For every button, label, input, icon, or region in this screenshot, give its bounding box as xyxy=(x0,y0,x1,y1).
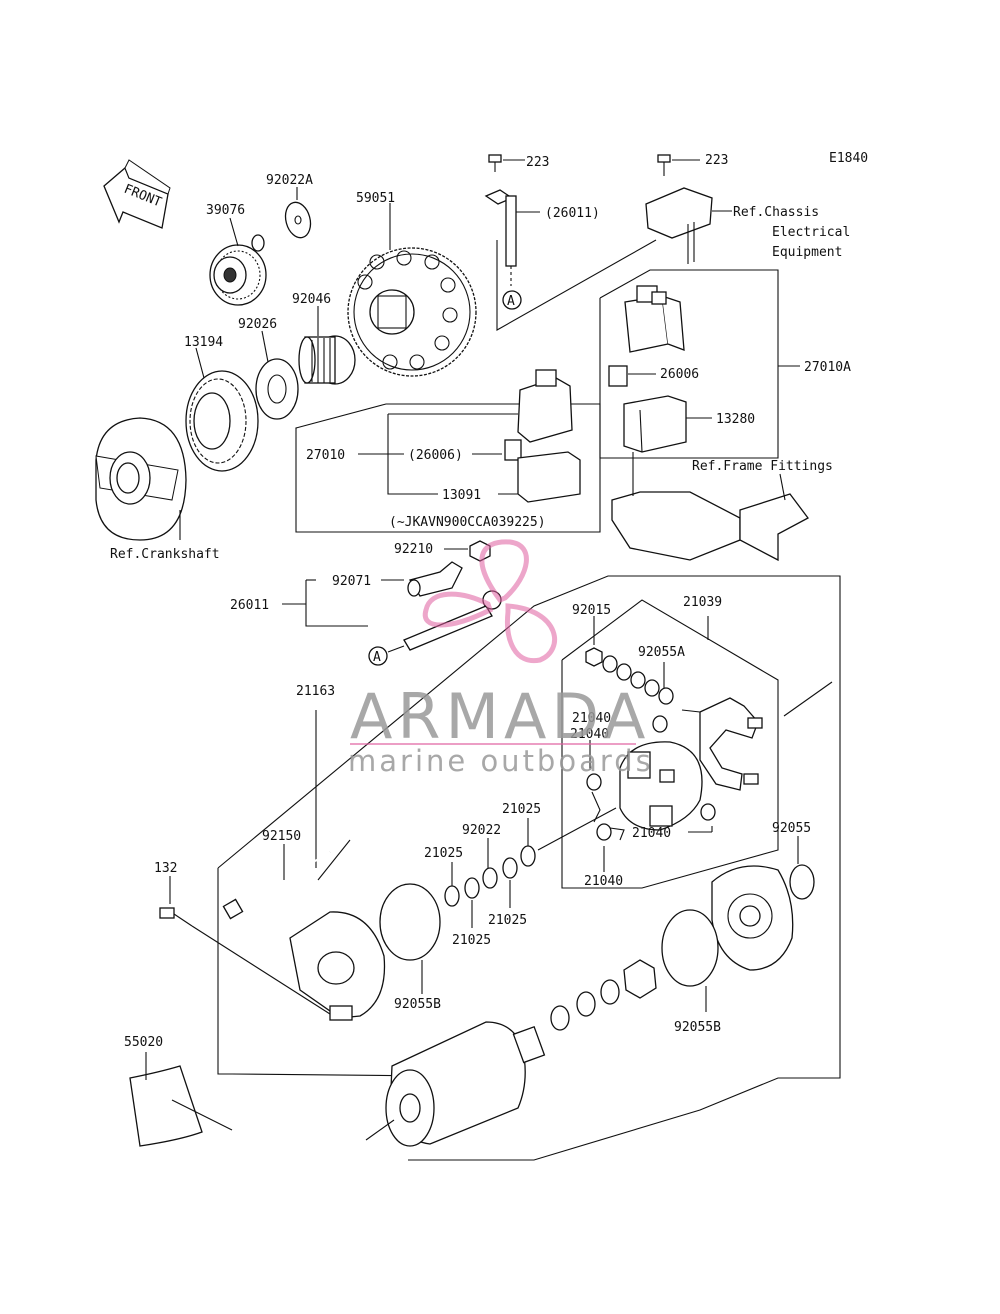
label-26006: 26006 xyxy=(660,367,699,382)
label-vin-note: (~JKAVN900CCA039225) xyxy=(389,515,546,530)
label-21025d: 21025 xyxy=(452,933,491,948)
label-92015: 92015 xyxy=(572,603,611,618)
label-92022: 92022 xyxy=(462,823,501,838)
part-21040-spring-c xyxy=(701,804,715,820)
part-26006-fuse xyxy=(609,366,627,386)
part-relay-bracket xyxy=(646,188,712,264)
label-ref-frame: Ref.Frame Fittings xyxy=(692,459,833,474)
part-27010A-relay xyxy=(625,286,684,352)
label-27010A: 27010A xyxy=(804,360,851,375)
part-rear-cover xyxy=(712,866,793,970)
watermark-title: ARMADA xyxy=(350,680,650,753)
part-223-bolt-b xyxy=(658,155,670,176)
label-21040c: 21040 xyxy=(632,826,671,841)
part-92055-oring xyxy=(790,865,814,899)
label-26006-ref: (26006) xyxy=(408,448,463,463)
label-13280: 13280 xyxy=(716,412,755,427)
label-ref-chassis-3: Equipment xyxy=(772,245,842,260)
part-59051-starter-gear xyxy=(348,248,476,376)
label-21025a: 21025 xyxy=(502,802,541,817)
part-223-bolt-a xyxy=(489,155,501,172)
label-26011: 26011 xyxy=(230,598,269,613)
label-92071: 92071 xyxy=(332,574,371,589)
part-26006-fuse-b xyxy=(505,440,521,460)
label-92055: 92055 xyxy=(772,821,811,836)
part-front-cover xyxy=(290,912,385,1020)
part-92055B-oring-b xyxy=(380,884,440,960)
label-59051: 59051 xyxy=(356,191,395,206)
label-ref-crankshaft: Ref.Crankshaft xyxy=(110,547,220,562)
label-132: 132 xyxy=(154,861,177,876)
label-92055B-a: 92055B xyxy=(394,997,441,1012)
marker-a-bottom: A xyxy=(373,650,381,665)
label-21040d: 21040 xyxy=(584,874,623,889)
part-13194-clutch xyxy=(186,371,258,471)
label-92046: 92046 xyxy=(292,292,331,307)
part-27010-relay xyxy=(518,370,572,442)
label-13091: 13091 xyxy=(442,488,481,503)
label-21025b: 21025 xyxy=(424,846,463,861)
part-92150-bolt xyxy=(223,852,330,919)
label-92055A: 92055A xyxy=(638,645,685,660)
part-92022-washer xyxy=(483,868,497,888)
label-55020: 55020 xyxy=(124,1035,163,1050)
label-92022A: 92022A xyxy=(266,173,313,188)
part-55020-cover xyxy=(130,1066,202,1146)
part-132-screw xyxy=(160,908,192,926)
part-21025-washer-b xyxy=(465,878,479,898)
label-92026: 92026 xyxy=(238,317,277,332)
part-13280-cover xyxy=(624,396,686,452)
label-13194: 13194 xyxy=(184,335,223,350)
part-92022A-washer xyxy=(282,200,314,241)
label-27010: 27010 xyxy=(306,448,345,463)
marker-a-top: A xyxy=(507,294,515,309)
part-21040-spring-d xyxy=(597,824,624,840)
label-ref-chassis-2: Electrical xyxy=(772,225,850,240)
label-ref-chassis-1: Ref.Chassis xyxy=(733,205,819,220)
part-armature xyxy=(386,1022,544,1146)
part-92071-boot xyxy=(408,562,462,596)
part-92055B-oring-a xyxy=(662,910,718,986)
part-21025-washer-a xyxy=(445,886,459,906)
part-26011-cable-upper xyxy=(486,190,516,286)
front-arrow-icon: FRONT xyxy=(104,160,170,228)
label-21039: 21039 xyxy=(683,595,722,610)
part-21025-washer-c xyxy=(503,858,517,878)
part-92015-nut xyxy=(586,648,602,666)
part-crankshaft-rotor xyxy=(96,418,186,540)
label-223a: 223 xyxy=(526,155,549,170)
label-21163: 21163 xyxy=(296,684,335,699)
part-21025-washer-d xyxy=(521,846,535,866)
part-armature-washers xyxy=(551,960,656,1030)
part-21040-spring-a xyxy=(653,716,667,732)
label-21025c: 21025 xyxy=(488,913,527,928)
part-21040-spring-b xyxy=(587,774,601,822)
part-92046-bearing xyxy=(299,336,355,384)
label-92210: 92210 xyxy=(394,542,433,557)
label-92055B-b: 92055B xyxy=(674,1020,721,1035)
watermark-subtitle: marine outboards xyxy=(348,744,654,778)
label-223b: 223 xyxy=(705,153,728,168)
label-39076: 39076 xyxy=(206,203,245,218)
label-26011-ref: (26011) xyxy=(545,206,600,221)
diagram-code: E1840 xyxy=(829,151,868,166)
part-26011-cable xyxy=(404,591,501,650)
part-92026-washer xyxy=(256,359,298,419)
part-13091-cover xyxy=(518,452,580,502)
label-92150: 92150 xyxy=(262,829,301,844)
